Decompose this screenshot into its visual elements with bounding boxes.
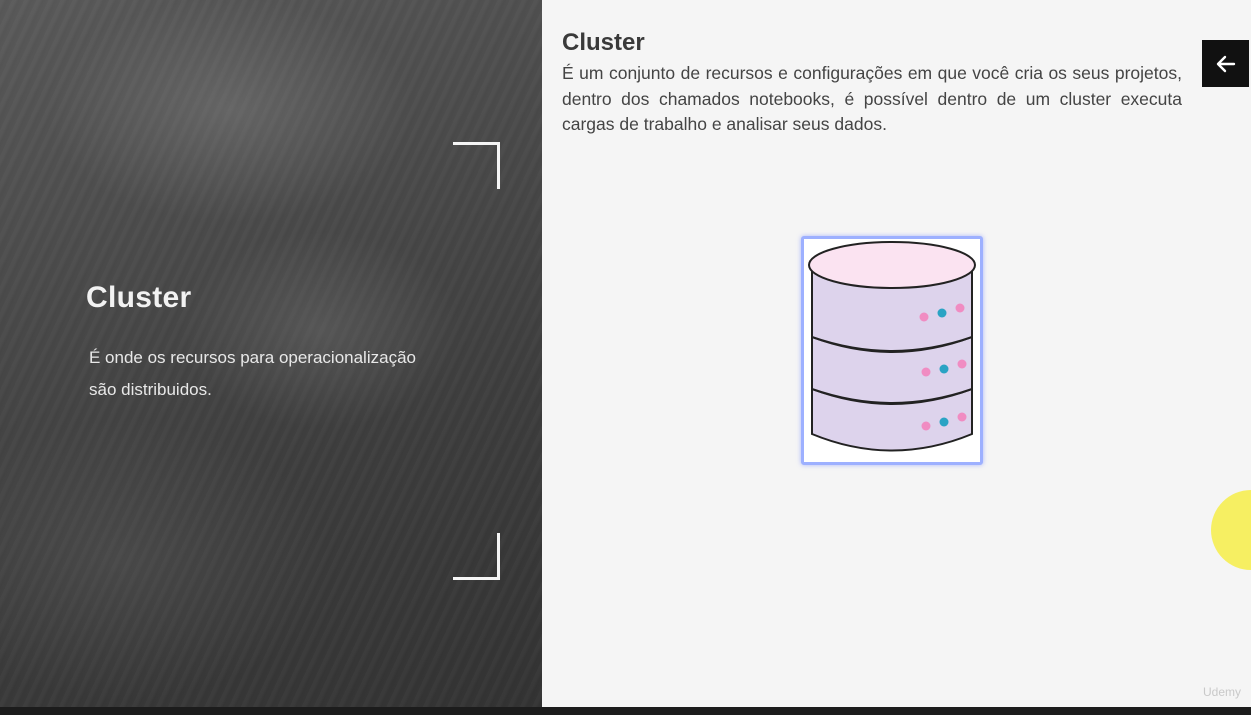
database-server-icon [808,241,976,452]
corner-bracket-top [453,142,500,189]
left-title: Cluster [86,281,192,314]
right-panel: Cluster É um conjunto de recursos e conf… [542,0,1251,707]
watermark: Udemy [1202,685,1241,699]
database-illustration-frame [801,236,983,465]
bottom-bar [0,707,1251,715]
back-button[interactable] [1202,40,1249,87]
right-description: É um conjunto de recursos e configuraçõe… [562,63,1182,134]
corner-bracket-bottom [453,533,500,580]
right-title: Cluster [562,29,645,56]
arrow-left-icon [1216,55,1235,72]
cursor-highlight [1211,490,1251,570]
left-panel: Cluster É onde os recursos para operacio… [0,0,542,707]
left-description: É onde os recursos para operacionalizaçã… [89,348,416,399]
